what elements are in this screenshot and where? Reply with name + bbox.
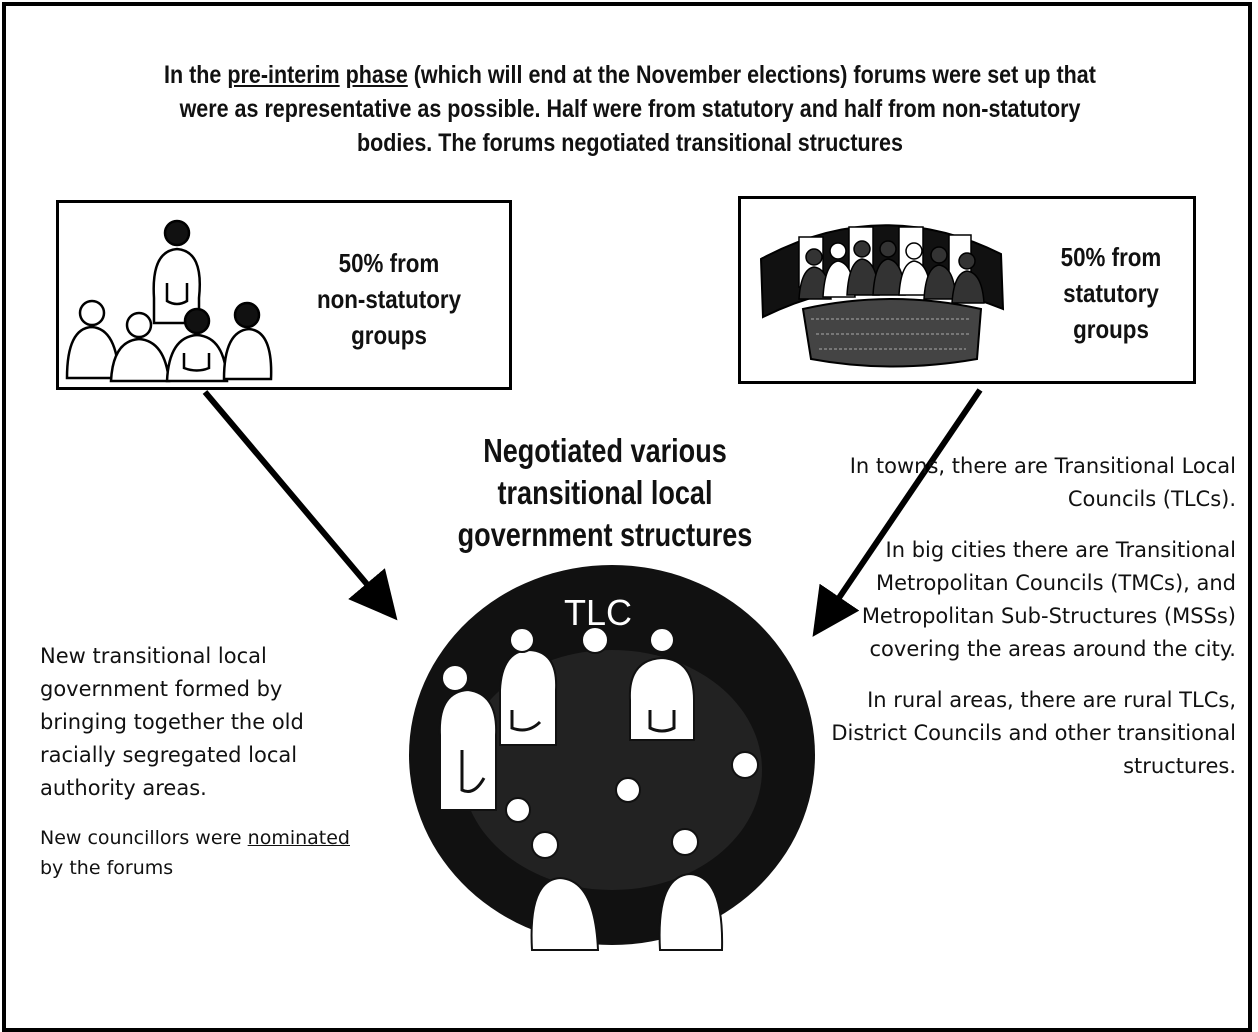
people-group-illustration	[65, 219, 273, 383]
diagram-graphics: TLC	[202, 388, 983, 951]
right-description-towns: In towns, there are Transitional Local C…	[849, 454, 1236, 511]
council-table-illustration	[759, 224, 1005, 368]
center-heading: Negotiated various transitional local go…	[457, 432, 753, 553]
intro-text: In the pre-interim phase (which will end…	[164, 61, 1096, 157]
non-statutory-groups-box: 50% from non-statutory groups	[56, 200, 512, 390]
right-description-rural: In rural areas, there are rural TLCs, Di…	[831, 688, 1236, 778]
tlc-circle-label: TLC	[564, 592, 632, 633]
right-description: In towns, there are Transitional Local C…	[816, 450, 1236, 801]
tlc-circle: TLC	[409, 565, 815, 951]
nominated-term: nominated	[247, 827, 350, 849]
statutory-label: 50% from statutory groups	[1060, 242, 1162, 344]
statutory-groups-box: 50% from statutory groups	[738, 196, 1196, 384]
right-description-cities: In big cities there are Transitional Met…	[861, 538, 1236, 661]
left-description: New transitional local government formed…	[40, 640, 370, 901]
left-arrow	[202, 390, 398, 621]
pre-interim-term: pre-interim	[227, 61, 340, 89]
non-statutory-label: 50% from non-statutory groups	[316, 248, 462, 350]
left-description-p1: New transitional local government formed…	[40, 644, 304, 800]
left-description-p2: New councillors were nominated by the fo…	[40, 827, 350, 879]
right-arrow	[812, 388, 983, 637]
phase-term: phase	[345, 61, 408, 89]
